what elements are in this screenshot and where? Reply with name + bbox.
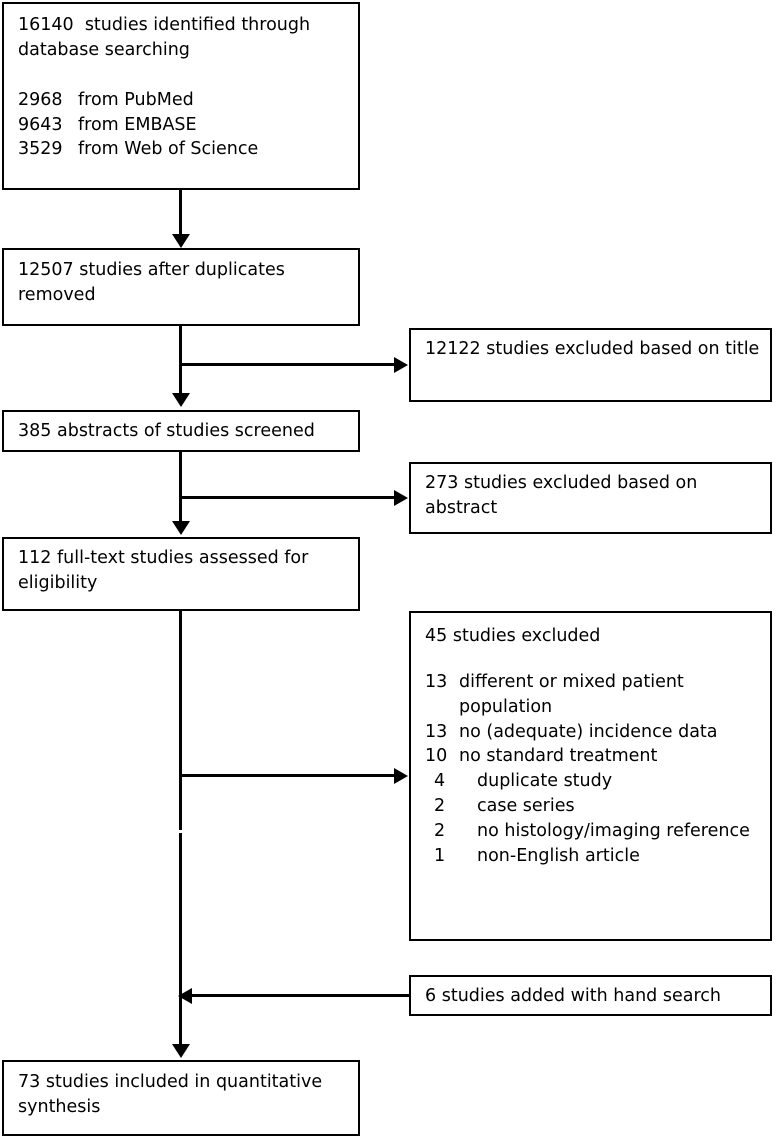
box-fulltext-assessed: 112 full-text studies assessed for eligi… (2, 537, 360, 611)
excluded-abstract-count: 273 (425, 473, 459, 493)
source-label-embase: from EMBASE (78, 114, 197, 135)
source-count-pubmed: 2968 (18, 89, 63, 110)
identified-count: 16140 (18, 15, 74, 35)
exclusion-reason-row: 13 different or mixed patient population (425, 670, 770, 720)
excluded-title-text: studies excluded based on title (486, 339, 760, 359)
connector-to-excluded-abstract (179, 496, 395, 499)
exclusion-reason-row: 4 duplicate study (425, 769, 770, 794)
arrow-down-abstracts-to-fulltext (172, 521, 190, 535)
exclusion-reason-label: duplicate study (477, 771, 613, 792)
connector-fulltext-to-included-upper (179, 611, 182, 830)
spacer (425, 649, 770, 670)
box-after-duplicates: 12507 studies after duplicates removed (2, 248, 360, 326)
exclusion-reason-count: 10 (425, 746, 448, 767)
exclusion-reason-label: no standard treatment (459, 746, 658, 767)
arrow-down-duplicates-to-abstracts (172, 393, 190, 407)
exclusion-reason-label: different or mixed patient population (459, 671, 684, 717)
excluded-abstract-text: studies excluded based on abstract (425, 473, 698, 518)
source-count-embase: 9643 (18, 114, 63, 135)
exclusion-reason-count: 4 (434, 771, 446, 792)
excluded-fulltext-text: studies excluded (452, 626, 601, 646)
arrow-right-to-excluded-fulltext (394, 768, 408, 784)
source-row-embase: 9643 from EMBASE (18, 113, 358, 138)
source-label-webofscience: from Web of Science (78, 139, 259, 160)
excluded-title-count: 12122 (425, 339, 481, 359)
exclusion-reason-row: 2 case series (425, 794, 770, 819)
arrow-down-identified-to-duplicates (172, 234, 190, 248)
included-text: studies included in quantitative synthes… (18, 1072, 323, 1117)
arrow-left-hand-search (178, 988, 192, 1004)
connector-identified-to-duplicates (179, 190, 182, 236)
fulltext-assessed-text: full-text studies assessed for eligibili… (18, 548, 309, 593)
exclusion-reason-label: non-English article (477, 845, 640, 866)
connector-hand-search (192, 994, 409, 997)
fulltext-assessed-count: 112 (18, 548, 52, 568)
source-row-webofscience: 3529 from Web of Science (18, 137, 358, 162)
exclusion-reason-count: 2 (434, 820, 446, 841)
exclusion-reason-count: 1 (434, 845, 446, 866)
connector-fulltext-to-included-lower (179, 833, 182, 1045)
abstracts-screened-text: abstracts of studies screened (56, 421, 315, 441)
exclusion-reason-count: 2 (434, 796, 446, 817)
exclusion-reason-row: 2 no histology/imaging reference (425, 819, 770, 844)
box-abstracts-screened: 385 abstracts of studies screened (2, 410, 360, 452)
exclusion-reason-row: 10 no standard treatment (425, 744, 770, 769)
after-duplicates-count: 12507 (18, 260, 74, 280)
box-excluded-title: 12122 studies excluded based on title (409, 328, 772, 402)
box-studies-identified: 16140 studies identified through databas… (2, 2, 360, 190)
excluded-fulltext-count: 45 (425, 626, 448, 646)
connector-duplicates-to-abstracts (179, 326, 182, 394)
arrow-right-to-excluded-title (394, 357, 408, 373)
exclusion-reason-label: no (adequate) incidence data (459, 721, 718, 742)
included-count: 73 (18, 1072, 41, 1092)
exclusion-reason-count: 13 (425, 671, 448, 692)
connector-to-excluded-title (179, 363, 395, 366)
exclusion-reason-label: case series (477, 796, 575, 817)
exclusion-reason-row: 1 non-English article (425, 844, 770, 869)
box-excluded-abstract: 273 studies excluded based on abstract (409, 462, 772, 534)
hand-search-text: studies added with hand search (441, 986, 721, 1006)
exclusion-reason-count: 13 (425, 721, 448, 742)
connector-to-excluded-fulltext (179, 774, 395, 777)
arrow-right-to-excluded-abstract (394, 490, 408, 506)
arrow-down-to-included (172, 1044, 190, 1058)
box-excluded-fulltext: 45 studies excluded 13 different or mixe… (409, 611, 772, 941)
source-row-pubmed: 2968 from PubMed (18, 88, 358, 113)
exclusion-reason-label: no histology/imaging reference (477, 820, 750, 841)
spacer (18, 63, 358, 88)
source-count-webofscience: 3529 (18, 139, 63, 160)
after-duplicates-text: studies after duplicates removed (18, 260, 285, 305)
exclusion-reason-row: 13 no (adequate) incidence data (425, 720, 770, 745)
abstracts-screened-count: 385 (18, 421, 52, 441)
box-hand-search: 6 studies added with hand search (409, 975, 772, 1016)
box-included-synthesis: 73 studies included in quantitative synt… (2, 1060, 360, 1136)
identified-text: studies identified through database sear… (18, 15, 311, 60)
connector-abstracts-to-fulltext (179, 452, 182, 522)
hand-search-count: 6 (425, 986, 437, 1006)
source-label-pubmed: from PubMed (78, 89, 194, 110)
excluded-fulltext-headline: 45 studies excluded (425, 624, 770, 649)
